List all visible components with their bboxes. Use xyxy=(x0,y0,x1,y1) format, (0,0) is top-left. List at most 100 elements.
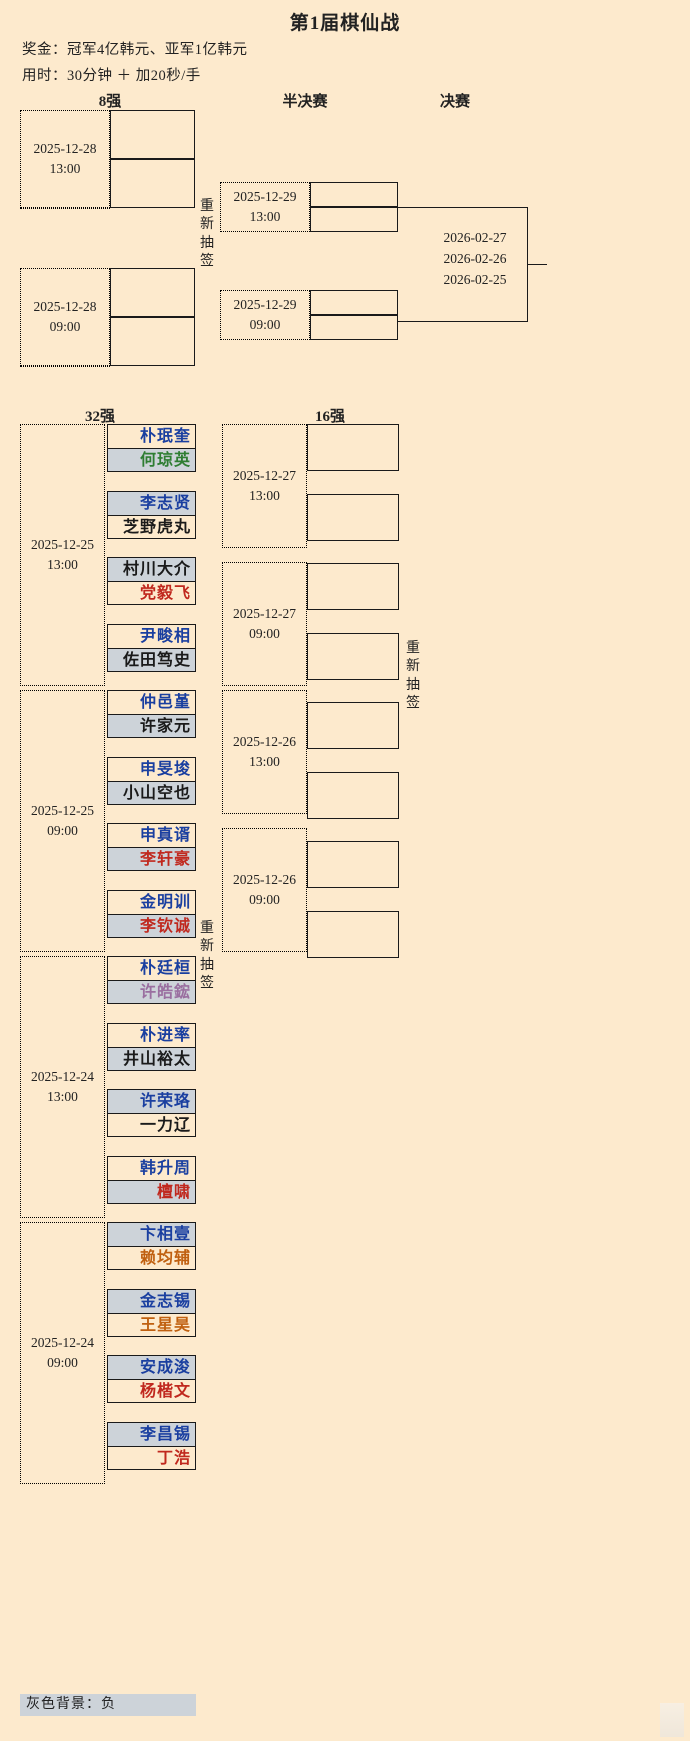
player-name-bottom: 小山空也 xyxy=(108,780,195,804)
r32-date-3: 2025-12-24 13:00 xyxy=(20,956,105,1218)
qf-date-2-date: 2025-12-28 xyxy=(33,299,97,315)
qf-date-2-time: 09:00 xyxy=(49,319,81,334)
qf-slot-2[interactable] xyxy=(110,159,195,208)
qf-slot-4[interactable] xyxy=(110,317,195,366)
round-label-final: 决赛 xyxy=(439,94,470,110)
r16-date-3-date: 2025-12-26 xyxy=(233,734,296,750)
player-name-top: 申真谞 xyxy=(139,827,191,844)
r16-slot-4[interactable] xyxy=(307,633,399,680)
qf-date-1: 2025-12-28 13:00 xyxy=(20,110,110,208)
r16-slot-2[interactable] xyxy=(307,494,399,541)
round32-match[interactable]: 韩升周檀啸 xyxy=(107,1155,196,1204)
player-name-top: 仲邑堇 xyxy=(139,694,191,711)
player-name-bottom: 李钦诚 xyxy=(108,913,195,937)
round32-match[interactable]: 仲邑堇许家元 xyxy=(107,690,196,738)
time-control-info: 用时：30分钟 ＋ 加20秒/手 xyxy=(22,68,201,84)
round32-match[interactable]: 金志锡王星昊 xyxy=(107,1288,196,1337)
final-date-3: 2026-02-25 xyxy=(443,271,507,287)
final-connector-top xyxy=(398,207,528,208)
round32-match[interactable]: 李昌锡丁浩 xyxy=(107,1421,196,1470)
r32-date-1-date: 2025-12-25 xyxy=(31,537,94,553)
sf-slot-4[interactable] xyxy=(310,315,398,340)
r16-date-1-time: 13:00 xyxy=(249,488,280,503)
qf-date-1-time: 13:00 xyxy=(49,161,81,176)
sf-slot-1[interactable] xyxy=(310,182,398,207)
round-label-semifinal: 半决赛 xyxy=(282,94,328,110)
player-name-bottom: 檀啸 xyxy=(108,1179,195,1203)
qf-box-2-top xyxy=(20,268,110,269)
player-name-bottom: 赖均辅 xyxy=(108,1246,195,1269)
r32-date-1: 2025-12-25 13:00 xyxy=(20,424,105,686)
player-name-top: 申旻埈 xyxy=(139,760,191,778)
round-label-round32: 32强 xyxy=(84,409,115,425)
round32-match[interactable]: 李志贤芝野虎丸 xyxy=(107,490,196,539)
qf-slot-1[interactable] xyxy=(110,110,195,159)
r16-date-2-time: 09:00 xyxy=(249,626,280,641)
legend-loss: 灰色背景：负 xyxy=(20,1694,196,1716)
round32-match[interactable]: 申真谞李轩豪 xyxy=(107,823,196,871)
qf-box-2-bottom xyxy=(20,366,110,367)
r16-date-2-date: 2025-12-27 xyxy=(233,606,296,622)
watermark xyxy=(660,1703,684,1737)
player-name-bottom: 一力辽 xyxy=(108,1113,195,1136)
qf-box-2-left xyxy=(20,268,21,366)
redraw-label-char: 签 xyxy=(200,976,214,992)
r16-slot-8[interactable] xyxy=(307,911,399,958)
player-name-bottom: 李轩豪 xyxy=(108,847,195,870)
qf-box-1-left xyxy=(20,110,21,208)
player-name-bottom: 王星昊 xyxy=(108,1312,195,1336)
redraw-label-char: 抽 xyxy=(200,957,214,973)
sf-date-2-date: 2025-12-29 xyxy=(233,297,297,313)
r16-slot-6[interactable] xyxy=(307,772,399,819)
final-date-1: 2026-02-27 xyxy=(443,230,507,245)
round32-match[interactable]: 尹畯相佐田笃史 xyxy=(107,623,196,672)
r16-date-1-date: 2025-12-27 xyxy=(233,468,296,484)
r32-date-4-time: 09:00 xyxy=(47,1355,78,1370)
qf-box-1-bottom xyxy=(20,208,110,209)
sf-slot-2[interactable] xyxy=(310,207,398,232)
r16-slot-7[interactable] xyxy=(307,841,399,888)
r32-date-4: 2025-12-24 09:00 xyxy=(20,1222,105,1484)
redraw-label-char: 重 xyxy=(200,921,214,936)
final-date-2: 2026-02-26 xyxy=(443,250,507,266)
qf-date-1-date: 2025-12-28 xyxy=(33,141,97,157)
player-name-top: 许荣珞 xyxy=(108,1090,195,1113)
player-name-top: 韩升周 xyxy=(139,1159,191,1177)
r16-slot-3[interactable] xyxy=(307,563,399,610)
round32-match[interactable]: 村川大介党毅飞 xyxy=(107,557,196,605)
r16-date-2: 2025-12-27 09:00 xyxy=(222,562,307,686)
r32-date-3-time: 13:00 xyxy=(47,1089,78,1104)
round32-match[interactable]: 申旻埈小山空也 xyxy=(107,756,196,805)
player-name-top: 朴珉奎 xyxy=(139,428,191,445)
round32-match[interactable]: 卞相壹赖均辅 xyxy=(107,1222,196,1270)
round32-match[interactable]: 金明训李钦诚 xyxy=(107,889,196,938)
player-name-top: 卞相壹 xyxy=(108,1223,195,1246)
round32-match[interactable]: 朴廷桓许皓鋐 xyxy=(107,956,196,1004)
player-name-top: 金明训 xyxy=(139,893,191,911)
r16-date-4: 2025-12-26 09:00 xyxy=(222,828,307,952)
r16-slot-5[interactable] xyxy=(307,702,399,749)
r16-date-3: 2025-12-26 13:00 xyxy=(222,690,307,814)
r16-slot-1[interactable] xyxy=(307,424,399,471)
round32-match[interactable]: 许荣珞一力辽 xyxy=(107,1089,196,1137)
player-name-bottom: 许皓鋐 xyxy=(108,980,195,1003)
redraw-label-char: 重 xyxy=(200,199,214,214)
player-name-bottom: 许家元 xyxy=(108,714,195,737)
r16-date-4-date: 2025-12-26 xyxy=(233,872,296,888)
sf-date-2: 2025-12-29 09:00 xyxy=(220,290,310,340)
round32-match[interactable]: 安成浚杨楷文 xyxy=(107,1355,196,1403)
redraw-label-char: 签 xyxy=(200,254,214,270)
redraw-label-round32: 重新抽签 xyxy=(198,920,216,994)
r32-date-3-date: 2025-12-24 xyxy=(31,1069,94,1085)
sf-slot-3[interactable] xyxy=(310,290,398,315)
player-name-bottom: 党毅飞 xyxy=(108,581,195,604)
sf-date-1-time: 13:00 xyxy=(249,209,281,224)
player-name-bottom: 丁浩 xyxy=(108,1445,195,1469)
round32-match[interactable]: 朴进率井山裕太 xyxy=(107,1022,196,1071)
round32-match[interactable]: 朴珉奎何琼英 xyxy=(107,424,196,472)
redraw-label-top: 重新抽签 xyxy=(198,198,216,272)
player-name-top: 李志贤 xyxy=(108,491,195,515)
prize-info: 奖金：冠军4亿韩元、亚军1亿韩元 xyxy=(22,42,248,58)
qf-slot-3[interactable] xyxy=(110,268,195,317)
